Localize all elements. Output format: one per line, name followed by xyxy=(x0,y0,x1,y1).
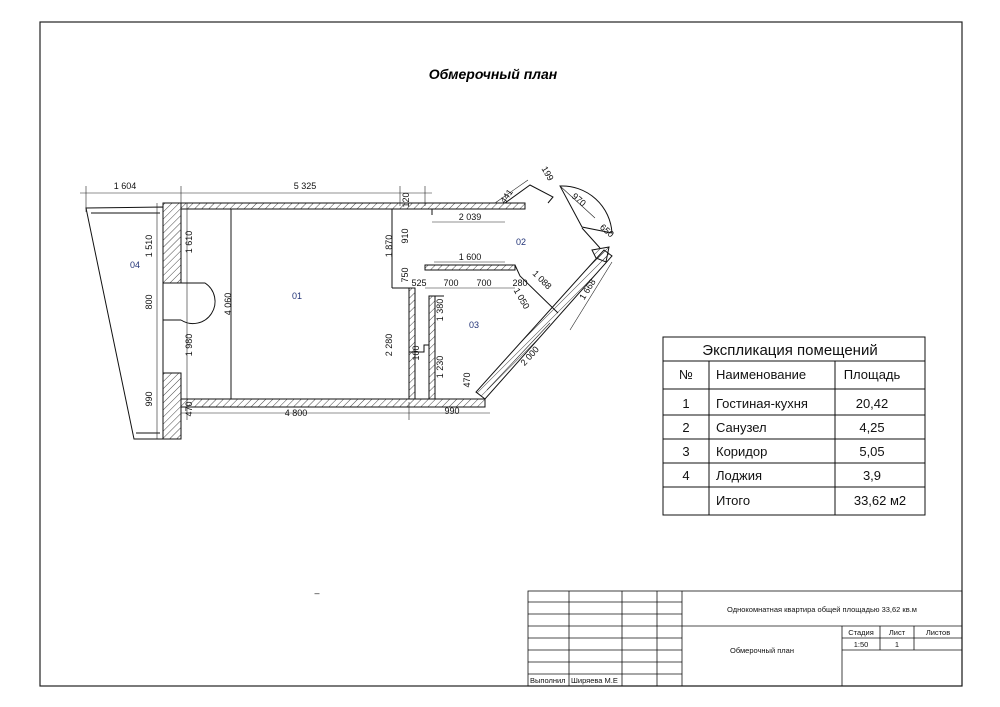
room-number-02: 02 xyxy=(516,237,526,247)
bathroom-wall-left xyxy=(408,287,416,400)
dim-1380: 1 380 xyxy=(435,299,445,322)
dim-470-a: 470 xyxy=(462,372,472,387)
dim-2039: 2 039 xyxy=(459,212,482,222)
bottom-wall xyxy=(180,398,486,408)
dim-470-b: 470 xyxy=(184,401,194,416)
dim-5325: 5 325 xyxy=(294,181,317,191)
corridor-wall xyxy=(428,295,436,400)
stamp-sheets-label: Листов xyxy=(926,628,950,637)
top-wall xyxy=(180,202,526,210)
row2-area: 4,25 xyxy=(859,420,884,435)
dim-750: 750 xyxy=(400,267,410,282)
stamp-project: Однокомнатная квартира общей площадью 33… xyxy=(727,605,917,614)
dim-1050: 1 050 xyxy=(512,286,532,311)
dim-1610: 1 610 xyxy=(184,231,194,254)
row4-name: Лоджия xyxy=(716,468,762,483)
total-value: 33,62 м2 xyxy=(854,493,906,508)
col-header-name: Наименование xyxy=(716,367,806,382)
row4-area: 3,9 xyxy=(863,468,881,483)
dim-800: 800 xyxy=(144,294,154,309)
loggia-door xyxy=(180,282,216,325)
row3-name: Коридор xyxy=(716,444,767,459)
row1-name: Гостиная-кухня xyxy=(716,396,808,411)
dim-970: 970 xyxy=(570,191,588,208)
dimension-lines xyxy=(80,179,613,439)
row3-area: 5,05 xyxy=(859,444,884,459)
row3-no: 3 xyxy=(682,444,689,459)
stamp-sheet-no: 1 xyxy=(895,640,899,649)
row1-area: 20,42 xyxy=(856,396,889,411)
dim-650: 650 xyxy=(598,222,616,239)
room-number-01: 01 xyxy=(292,291,302,301)
stamp-role: Выполнил xyxy=(530,676,566,685)
row1-no: 1 xyxy=(682,396,689,411)
stamp-stage-label: Стадия xyxy=(848,628,874,637)
floor-plan: 01 02 03 04 xyxy=(85,184,613,440)
dim-2280: 2 280 xyxy=(384,334,394,357)
dim-4800: 4 800 xyxy=(285,408,308,418)
stamp-sheet-label: Лист xyxy=(889,628,906,637)
row2-no: 2 xyxy=(682,420,689,435)
stamp-author: Ширяева М.Е xyxy=(571,676,618,685)
row2-name: Санузел xyxy=(716,420,767,435)
dim-199: 199 xyxy=(540,164,556,182)
entrance-door xyxy=(559,185,613,234)
dim-700-b: 700 xyxy=(476,278,491,288)
dim-4060: 4 060 xyxy=(223,293,233,316)
total-label: Итого xyxy=(716,493,750,508)
sheet-frame xyxy=(39,21,963,687)
bathroom-wall-top xyxy=(424,264,516,271)
stray-dash: – xyxy=(314,588,319,598)
stamp-sheet-name: Обмерочный план xyxy=(730,646,794,655)
col-header-no: № xyxy=(679,367,693,382)
dim-100: 100 xyxy=(411,345,421,360)
plan-title: Обмерочный план xyxy=(429,66,558,82)
dim-1510: 1 510 xyxy=(144,235,154,258)
dim-910: 910 xyxy=(400,228,410,243)
dim-1088: 1 088 xyxy=(531,268,554,291)
dim-525: 525 xyxy=(411,278,426,288)
title-block: Однокомнатная квартира общей площадью 33… xyxy=(527,590,963,687)
dim-990-b: 990 xyxy=(144,391,154,406)
dim-280: 280 xyxy=(512,278,527,288)
explication-heading: Экспликация помещений xyxy=(702,342,877,359)
room-number-04: 04 xyxy=(130,260,140,270)
dim-990-a: 990 xyxy=(444,406,459,416)
dim-1230: 1 230 xyxy=(435,356,445,379)
dim-1600: 1 600 xyxy=(459,252,482,262)
dim-1870: 1 870 xyxy=(384,235,394,258)
dim-1980: 1 980 xyxy=(184,334,194,357)
dim-700-a: 700 xyxy=(443,278,458,288)
room-number-03: 03 xyxy=(469,320,479,330)
dim-120: 120 xyxy=(401,192,411,207)
sloped-wall xyxy=(475,249,613,400)
explication-table: Экспликация помещений № Наименование Пло… xyxy=(662,336,926,516)
stamp-scale: 1:50 xyxy=(854,640,869,649)
left-wall-upper xyxy=(162,202,182,284)
left-wall-lower xyxy=(162,372,182,440)
col-header-area: Площадь xyxy=(844,367,901,382)
row4-no: 4 xyxy=(682,468,689,483)
dimension-labels: 1 604 5 325 120 441 199 970 650 2 039 1 … xyxy=(114,164,616,598)
dim-1604: 1 604 xyxy=(114,181,137,191)
